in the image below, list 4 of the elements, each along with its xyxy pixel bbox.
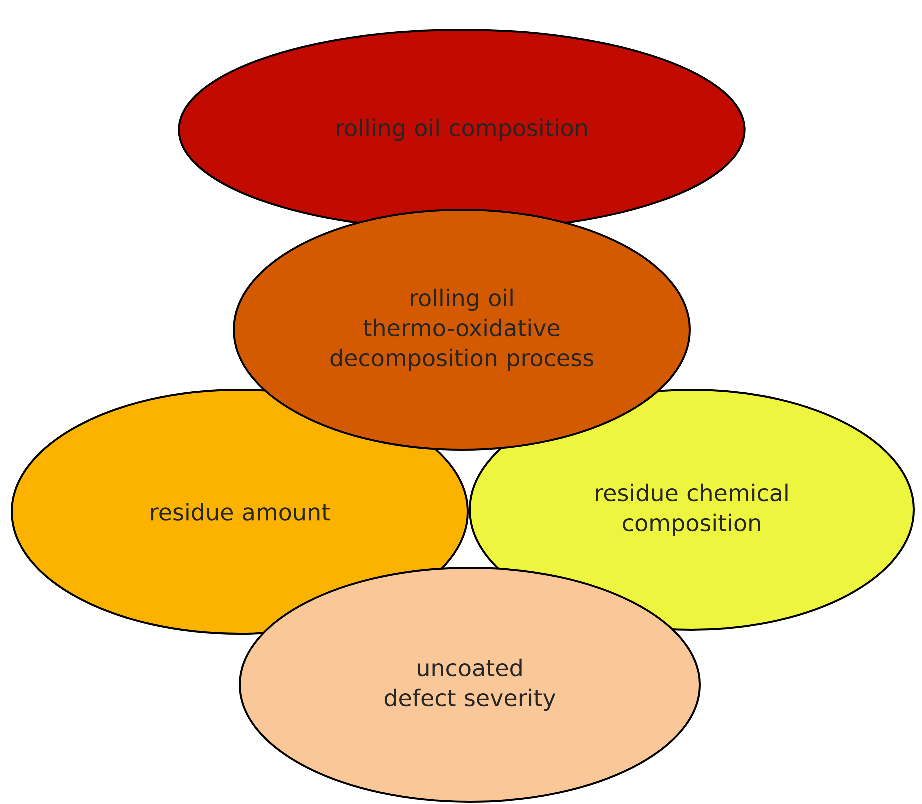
ellipse-node: rolling oil composition: [178, 29, 746, 231]
ellipse-node: uncoated defect severity: [239, 567, 701, 803]
ellipse-node: rolling oil thermo-oxidative decomposition process: [233, 209, 691, 451]
ellipse-node: residue amount: [11, 389, 469, 635]
